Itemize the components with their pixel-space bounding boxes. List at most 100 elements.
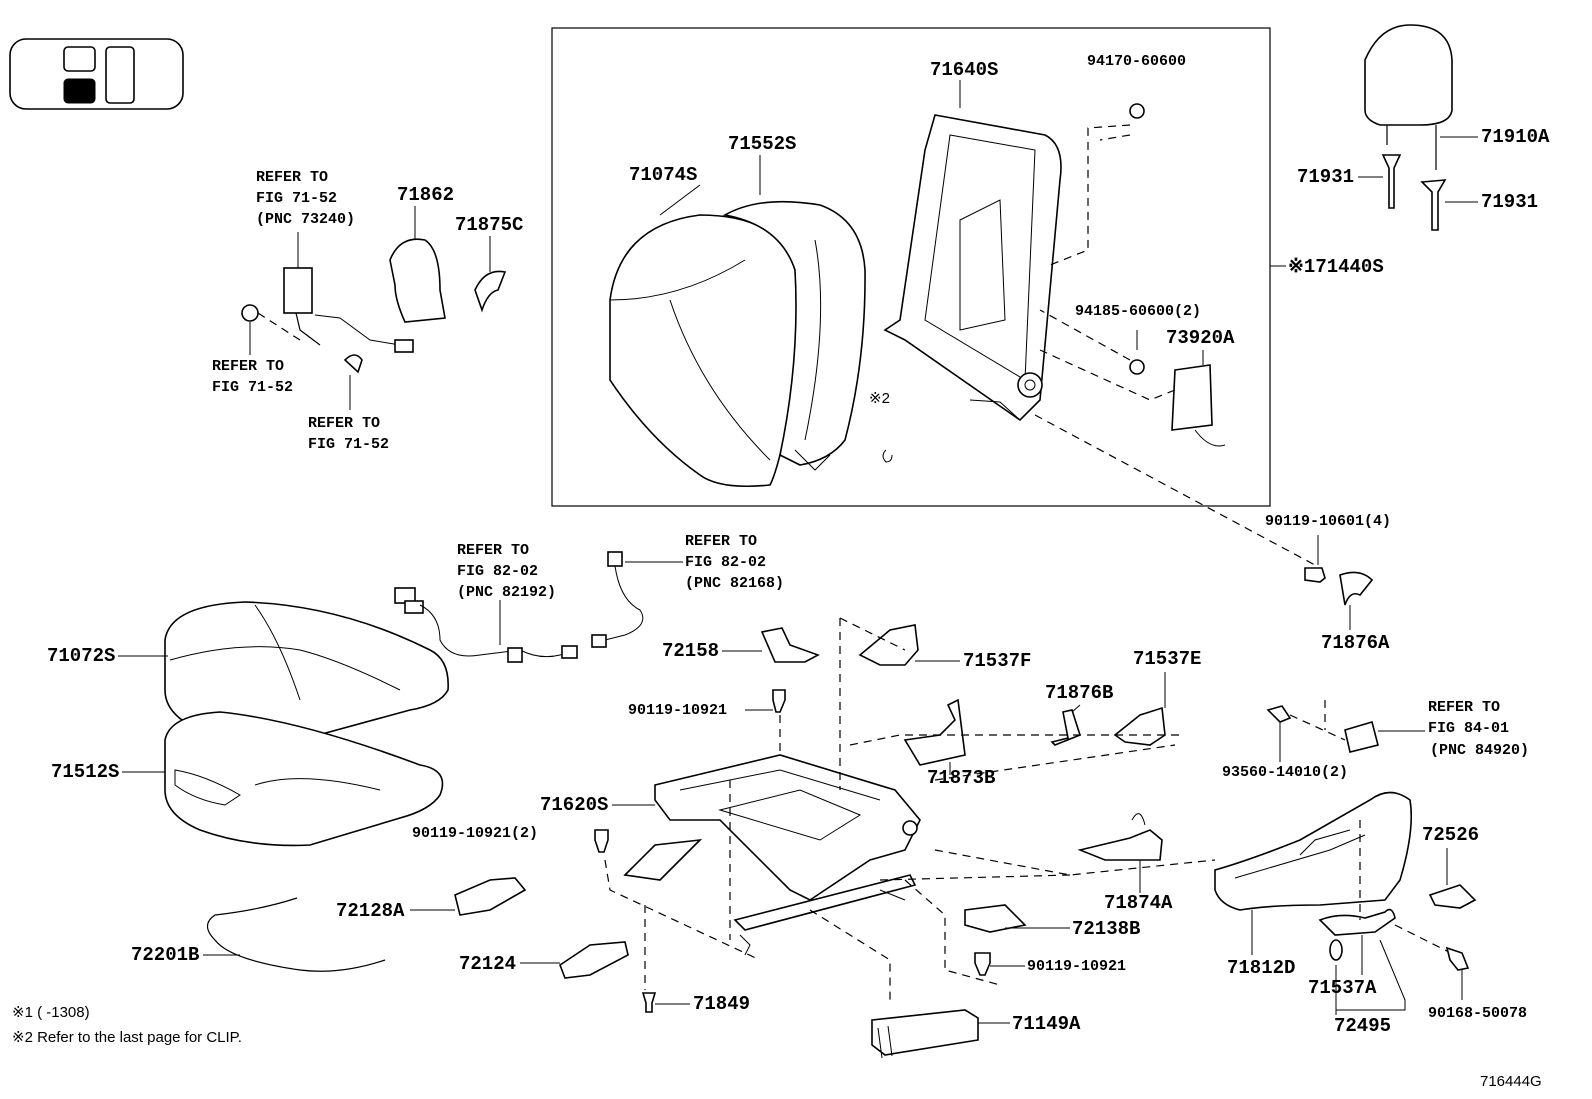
screw-icon: [1445, 946, 1470, 971]
bolt-icon: [594, 829, 609, 853]
part-72158: 72158: [662, 640, 720, 662]
part-71873b: 71873B: [927, 767, 996, 789]
seatback-assembly-box: [551, 27, 1271, 507]
part-71862: 71862: [397, 184, 455, 206]
refer-fig-84-01-fig: FIG 84-01: [1428, 720, 1510, 737]
part-90119-10921-pair: 90119-10921(2): [412, 825, 539, 842]
clip-note-marker: ※2: [869, 390, 890, 407]
nut-icon: [241, 304, 259, 322]
refer-fig-84-01-label: REFER TO: [1428, 699, 1501, 716]
part-71552s: 71552S: [728, 133, 797, 155]
side-cover-cap: [1428, 884, 1477, 909]
clip-icon: [641, 992, 657, 1013]
part-94170-60600: 94170-60600: [1087, 53, 1187, 70]
seat-cushion-cover: [164, 601, 449, 743]
part-72128a: 72128A: [336, 900, 405, 922]
nut-icon: [1129, 359, 1145, 375]
refer-fig-71-52-pnc: (PNC 73240): [256, 211, 356, 228]
part-71812d: 71812D: [1227, 957, 1296, 979]
seat-cushion-pad: [164, 711, 444, 847]
part-90119-10921-top: 90119-10921: [628, 702, 728, 719]
refer-fig-71-52-low-fig: FIG 71-52: [308, 436, 390, 453]
refer-fig-82-02-pnc: (PNC 82192): [457, 584, 557, 601]
seat-side-cover: [1214, 791, 1413, 911]
part-71876b: 71876B: [1045, 682, 1114, 704]
track-cover-a: [454, 877, 527, 916]
part-90119-10921-low: 90119-10921: [1027, 958, 1127, 975]
part-94185-60600: 94185-60600(2): [1075, 303, 1202, 320]
part-71072s: 71072S: [47, 645, 116, 667]
part-71620s: 71620S: [540, 794, 609, 816]
refer-fig-71-52-label: REFER TO: [256, 169, 329, 186]
seatback-cover-front: [609, 214, 803, 488]
refer-fig-82-02b-pnc: (PNC 82168): [685, 575, 785, 592]
part-71537f: 71537F: [963, 650, 1032, 672]
nut-icon: [1129, 103, 1145, 119]
refer-fig-71-52-left-label: REFER TO: [212, 358, 285, 375]
part-71640s: 71640S: [930, 59, 999, 81]
part-90119-10601: 90119-10601(4): [1265, 513, 1392, 530]
hinge-cover: [1339, 571, 1374, 606]
headrest-support-right: [1420, 179, 1447, 231]
wire-harness-82168: [591, 551, 644, 648]
track-cover: [559, 941, 629, 979]
headrest-support-left: [1381, 154, 1402, 209]
part-72495: 72495: [1334, 1015, 1392, 1037]
bolt-icon: [974, 952, 991, 976]
part-71512s: 71512S: [51, 761, 120, 783]
seat-belt-buckle: [283, 267, 414, 353]
seat-cushion-frame: [623, 754, 921, 956]
part-71931-left: 71931: [1297, 166, 1355, 188]
lever-cover-f: [858, 624, 919, 666]
recliner-knob: [1318, 908, 1396, 961]
buckle-cover: [389, 238, 446, 323]
cushion-bracket-cover: [760, 627, 820, 663]
refer-fig-82-02-fig: FIG 82-02: [457, 563, 539, 580]
part-71074s: 71074S: [629, 164, 698, 186]
wire-bracket-a: [1077, 829, 1163, 861]
refer-fig-71-52-left-fig: FIG 71-52: [212, 379, 294, 396]
part-71537a: 71537A: [1308, 977, 1377, 999]
part-72526: 72526: [1422, 824, 1480, 846]
refer-fig-82-02b-label: REFER TO: [685, 533, 758, 550]
part-72124: 72124: [459, 953, 517, 975]
refer-fig-82-02-label: REFER TO: [457, 542, 530, 559]
lever-cover-e: [1113, 706, 1166, 746]
bolt-icon: [772, 689, 786, 713]
bolt-icon: [1304, 567, 1326, 583]
part-71537e: 71537E: [1133, 648, 1202, 670]
seatback-pad: [722, 200, 866, 471]
refer-fig-82-02b-fig: FIG 82-02: [685, 554, 767, 571]
wire-bracket-b: [903, 698, 966, 766]
headrest: [1364, 24, 1453, 170]
wire-harness-82192: [394, 587, 578, 663]
footnote-2: ※2 Refer to the last page for CLIP.: [12, 1029, 242, 1046]
screw-icon: [1266, 705, 1292, 723]
seat-locator-icon: [9, 38, 184, 110]
refer-fig-84-01-pnc: (PNC 84920): [1430, 742, 1530, 759]
part-71876a: 71876A: [1321, 632, 1390, 654]
clip-icon: [343, 354, 363, 374]
wire-rod: [206, 897, 386, 972]
part-71440s: ※171440S: [1288, 256, 1384, 278]
refer-fig-71-52-low-label: REFER TO: [308, 415, 381, 432]
side-airbag-module: [1171, 364, 1226, 447]
part-72201b: 72201B: [131, 944, 200, 966]
part-71874a: 71874A: [1104, 892, 1173, 914]
part-93560-14010: 93560-14010(2): [1222, 764, 1349, 781]
part-71849: 71849: [693, 993, 751, 1015]
seatback-frame: [883, 114, 1062, 422]
cover-clip-b: [1050, 709, 1081, 746]
part-71910a: 71910A: [1481, 126, 1550, 148]
part-73920a: 73920A: [1166, 327, 1235, 349]
part-71149a: 71149A: [1012, 1013, 1081, 1035]
part-72138b: 72138B: [1072, 918, 1141, 940]
refer-fig-71-52-fig: FIG 71-52: [256, 190, 338, 207]
footnote-1: ※1 ( -1308): [12, 1004, 90, 1021]
connector-84920: [1344, 720, 1379, 753]
part-71875c: 71875C: [455, 214, 524, 236]
part-90168-50078: 90168-50078: [1428, 1005, 1528, 1022]
clip-icon: [882, 449, 893, 463]
